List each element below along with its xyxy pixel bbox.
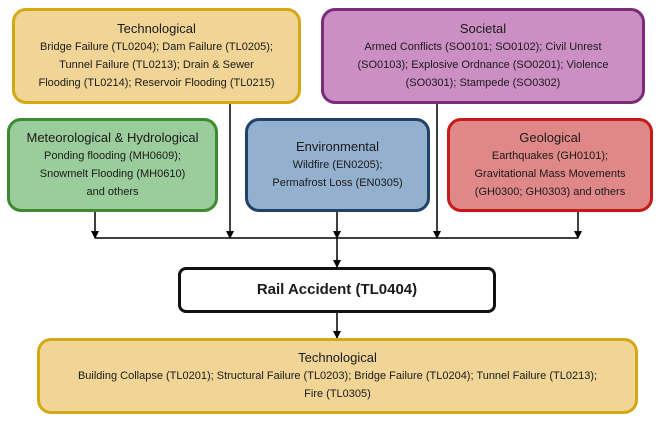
node-line: Gravitational Mass Movements bbox=[474, 168, 626, 180]
node-line: Flooding (TL0214); Reservoir Flooding (T… bbox=[38, 77, 275, 89]
node-line: Tunnel Failure (TL0213); Drain & Sewer bbox=[59, 59, 254, 71]
node-title: Meteorological & Hydrological bbox=[26, 130, 199, 145]
node-title: Rail Accident (TL0404) bbox=[256, 281, 418, 298]
node-title: Technological bbox=[298, 350, 377, 365]
technological-bottom-box: Technological Building Collapse (TL0201)… bbox=[37, 338, 638, 414]
node-body: Armed Conflicts (SO0101; SO0102); Civil … bbox=[357, 38, 608, 92]
technological-top-box: Technological Bridge Failure (TL0204); D… bbox=[12, 8, 301, 104]
node-line: (SO0301); Stampede (SO0302) bbox=[405, 77, 561, 89]
node-line: Bridge Failure (TL0204); Dam Failure (TL… bbox=[40, 41, 273, 53]
node-line: Fire (TL0305) bbox=[304, 388, 371, 400]
node-body: Bridge Failure (TL0204); Dam Failure (TL… bbox=[38, 38, 274, 92]
node-line: Wildfire (EN0205); bbox=[292, 159, 383, 171]
node-body: Ponding flooding (MH0609); Snowmelt Floo… bbox=[40, 147, 186, 201]
geological-box: Geological Earthquakes (GH0101); Gravita… bbox=[447, 118, 653, 212]
node-line: and others bbox=[86, 186, 139, 198]
node-body: Building Collapse (TL0201); Structural F… bbox=[78, 367, 597, 403]
node-line: Snowmelt Flooding (MH0610) bbox=[39, 168, 186, 180]
meteorological-hydrological-box: Meteorological & Hydrological Ponding fl… bbox=[7, 118, 218, 212]
societal-box: Societal Armed Conflicts (SO0101; SO0102… bbox=[321, 8, 645, 104]
node-body: Wildfire (EN0205); Permafrost Loss (EN03… bbox=[272, 156, 402, 192]
node-line: Earthquakes (GH0101); bbox=[491, 150, 609, 162]
node-line: (SO0103); Explosive Ordnance (SO0201); V… bbox=[357, 59, 609, 71]
node-title: Societal bbox=[459, 21, 507, 36]
environmental-box: Environmental Wildfire (EN0205); Permafr… bbox=[245, 118, 430, 212]
node-body: Earthquakes (GH0101); Gravitational Mass… bbox=[475, 147, 626, 201]
node-line: Building Collapse (TL0201); Structural F… bbox=[77, 370, 598, 382]
rail-accident-box: Rail Accident (TL0404) bbox=[178, 267, 496, 313]
node-line: Permafrost Loss (EN0305) bbox=[272, 177, 403, 189]
node-title: Geological bbox=[519, 130, 581, 145]
node-title: Environmental bbox=[295, 139, 380, 154]
node-line: Ponding flooding (MH0609); bbox=[44, 150, 181, 162]
node-line: Armed Conflicts (SO0101; SO0102); Civil … bbox=[364, 41, 602, 53]
node-title: Technological bbox=[117, 21, 196, 36]
node-line: (GH0300; GH0303) and others bbox=[474, 186, 626, 198]
